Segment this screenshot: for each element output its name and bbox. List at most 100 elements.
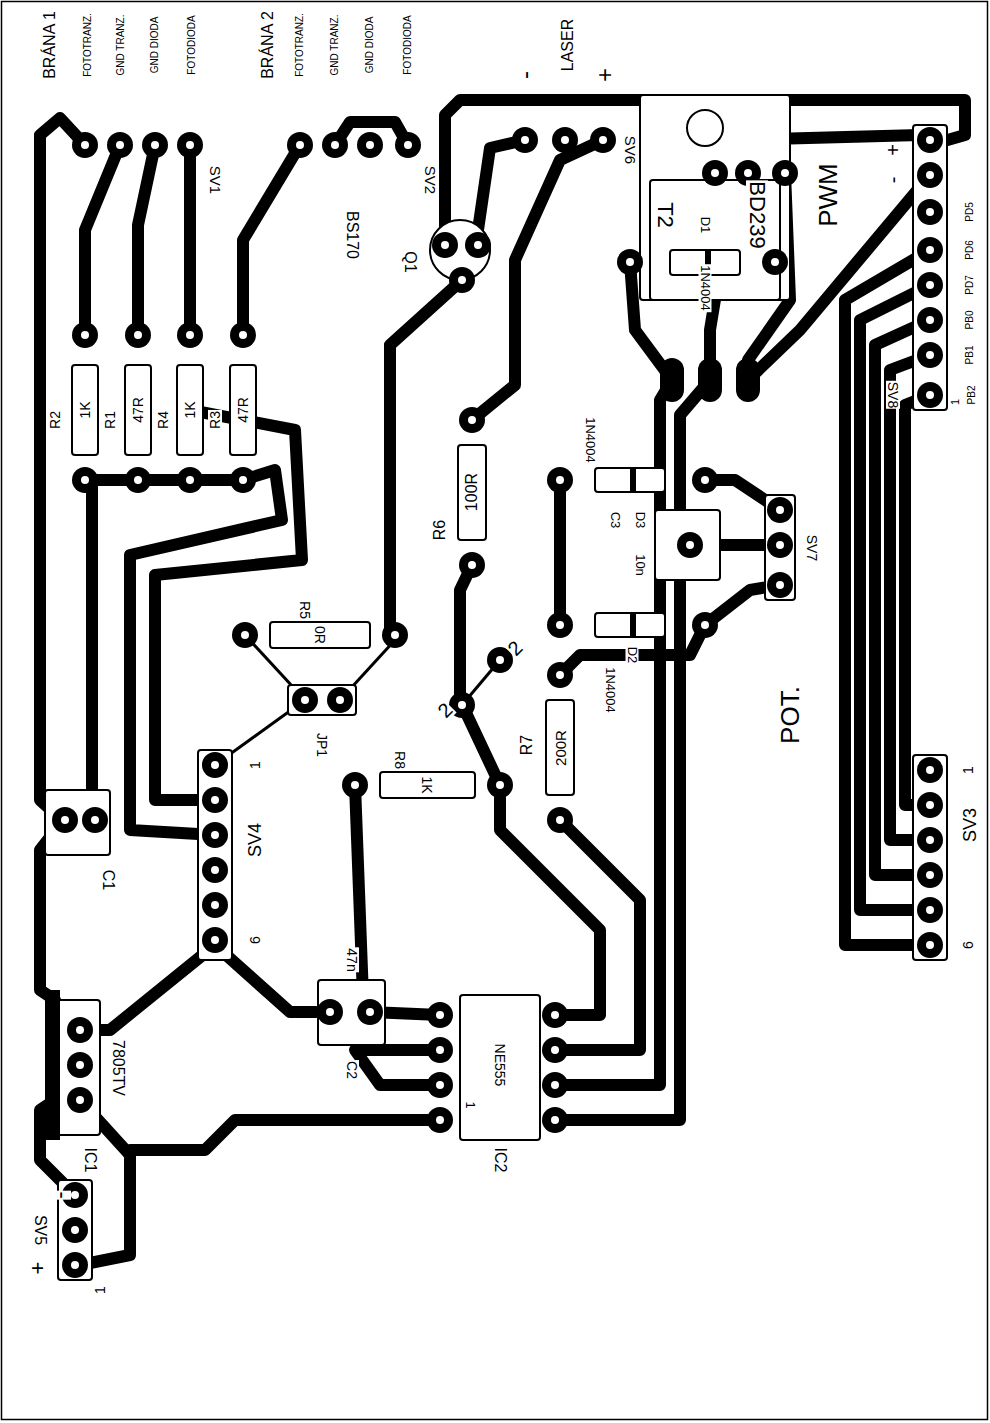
pcb-label: 47R [131,396,145,424]
component-outline [125,365,151,455]
drill-hole [771,258,779,266]
drill-hole [436,1081,444,1089]
drill-hole [211,796,219,804]
drill-hole [239,476,247,484]
drill-hole [301,696,309,704]
drill-hole [926,136,934,144]
component-outline [270,622,370,648]
pcb-label: POT. [777,685,803,745]
solder-pad [177,132,203,158]
solder-pad [232,622,258,648]
solder-pad [342,772,368,798]
solder-pad [917,342,943,368]
drill-hole [116,141,124,149]
solder-pad [917,897,943,923]
component-outline [913,755,947,960]
pcb-label: - [513,70,537,80]
pcb-label: R7 [519,734,535,756]
solder-pad [287,132,313,158]
drill-hole [701,621,709,629]
drill-hole [496,656,504,664]
pcb-label: D3 [634,511,647,530]
solder-pad [917,127,943,153]
pcb-label: FOTOTRANZ. [295,12,305,78]
pcb-label: NE555 [493,1043,507,1088]
solder-pad [762,249,788,275]
component-outline [595,613,665,637]
component-outline [655,510,720,580]
component-outline [380,772,475,798]
solder-pad [72,322,98,348]
component-outline [177,365,203,455]
drill-hole [474,241,482,249]
drill-hole [151,141,159,149]
pcb-label: D2 [626,646,639,665]
drill-hole [551,1116,559,1124]
drill-hole [211,831,219,839]
copper-trace [460,565,500,785]
solder-pad [547,807,573,833]
pcb-label: SV4 [246,822,264,858]
solder-pad [692,467,718,493]
pcb-label: GND DIODA [150,16,160,75]
solder-pad [917,199,943,225]
drill-hole [211,936,219,944]
solder-pad [917,162,943,188]
drill-hole [61,816,69,824]
solder-pad [660,358,684,402]
pcb-label: 47n [345,947,359,972]
solder-pad [487,772,513,798]
solder-pad [917,862,943,888]
pcb-label: C3 [609,511,622,530]
pcb-label: + [593,67,617,83]
pcb-label: R3 [208,410,222,430]
solder-pad [512,127,538,153]
solder-pad [82,807,108,833]
solder-pad [177,467,203,493]
pcb-label: 1 [950,398,961,406]
drill-hole [468,416,476,424]
solder-pad [917,792,943,818]
pcb-label: SV8 [886,381,900,409]
drill-hole [81,331,89,339]
solder-pad [917,307,943,333]
copper-trace [355,1050,440,1085]
pcb-label: 1K [420,775,434,794]
solder-pad [767,497,793,523]
drill-hole [926,801,934,809]
solder-pad [67,1087,93,1113]
component-outline [640,95,790,300]
solder-pad [542,1002,568,1028]
solder-pad [125,322,151,348]
solder-pad [459,407,485,433]
pcb-label: SV6 [623,135,638,165]
copper-trace [390,280,462,635]
drill-hole [76,1026,84,1034]
solder-pad [736,358,760,402]
drill-hole [926,351,934,359]
drill-hole [926,941,934,949]
solder-pad [917,827,943,853]
pcb-label: BS170 [344,210,360,260]
solder-pad [767,572,793,598]
drill-hole [711,169,719,177]
pcb-label: R5 [298,600,312,620]
pcb-label: R6 [432,519,448,541]
drill-hole [556,671,564,679]
copper-trace [155,410,302,800]
solder-pad [202,927,228,953]
drill-hole [926,766,934,774]
pcb-label: 1 [248,760,262,770]
pcb-label: FOTODIODA [403,14,413,75]
component-outline [55,1000,100,1135]
solder-pad [427,1072,453,1098]
solder-pad [317,999,343,1025]
drill-hole [926,171,934,179]
drill-hole [71,1191,79,1199]
solder-pad [917,272,943,298]
drill-hole [561,136,569,144]
pcb-label: SV5 [32,1214,48,1246]
drill-hole [626,258,634,266]
copper-trace [472,140,603,420]
